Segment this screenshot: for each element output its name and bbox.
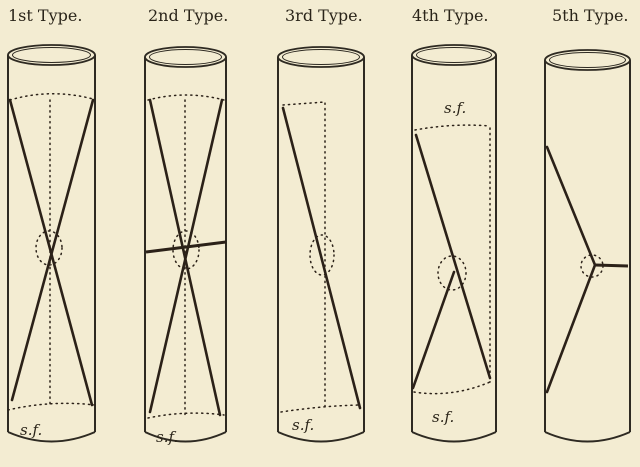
type-5-cylinder-rim <box>544 49 631 71</box>
type-4-top-boundary <box>414 124 491 131</box>
type-3-cylinder-bottom <box>277 431 365 443</box>
type-2-diagram: 2nd Type. s.f. <box>144 6 228 446</box>
type-4-cylinder-bottom <box>411 431 497 443</box>
type-1-cylinder-walls <box>7 55 96 432</box>
type-5-cylinder-walls <box>544 60 631 432</box>
type-1-title: 1st Type. <box>8 6 82 25</box>
type-3-title: 3rd Type. <box>285 6 363 25</box>
type-4-center-circle <box>437 255 467 291</box>
type-3-cylinder-rim <box>277 46 365 68</box>
type-5-title: 5th Type. <box>552 6 629 25</box>
type-1-top-boundary <box>9 93 94 101</box>
type-1-cylinder-bottom <box>7 431 96 443</box>
type-2-label-sf: s.f. <box>156 428 178 446</box>
type-1-cylinder-rim <box>7 44 96 66</box>
type-2-equatorial-bar <box>145 240 227 254</box>
type-4-cylinder-rim <box>411 44 497 66</box>
type-3-bottom-boundary <box>280 404 360 413</box>
type-2-cylinder-bottom <box>144 431 227 443</box>
type-3-label-sf: s.f. <box>292 416 314 434</box>
type-1-fiber-b <box>10 98 95 402</box>
type-5-rim-inner <box>549 52 626 68</box>
type-2-bottom-boundary <box>147 412 225 419</box>
type-2-cylinder-walls <box>144 57 227 432</box>
type-5-fiber-upper <box>545 145 597 267</box>
type-4-label-sf-bottom: s.f. <box>432 408 454 426</box>
type-4-cylinder-walls <box>411 55 497 432</box>
type-4-label-sf-top: s.f. <box>444 99 466 117</box>
type-5-fiber-lower <box>545 263 597 394</box>
type-3-cylinder-walls <box>277 57 365 432</box>
type-5-fiber-horizontal <box>594 263 629 268</box>
type-2-title: 2nd Type. <box>148 6 228 25</box>
type-4-bottom-boundary <box>413 381 491 395</box>
type-3-top-boundary <box>282 101 326 411</box>
type-1-label-sf: s.f. <box>20 421 42 439</box>
type-1-bottom-boundary <box>7 402 96 411</box>
type-4-rim-inner <box>416 47 492 63</box>
type-4-diagram: 4th Type. s.f. s.f. <box>411 6 497 443</box>
type-5-cylinder-bottom <box>544 431 631 443</box>
type-4-title: 4th Type. <box>412 6 489 25</box>
type-5-diagram: 5th Type. <box>544 6 631 443</box>
type-1-rim-inner <box>12 47 91 63</box>
type-3-fiber <box>281 106 362 410</box>
type-2-cylinder-rim <box>144 46 227 68</box>
type-3-center-circle <box>309 234 335 276</box>
type-2-fiber-b <box>148 98 224 414</box>
type-2-rim-inner <box>149 49 222 65</box>
type-4-fiber-b <box>411 270 456 390</box>
type-3-diagram: 3rd Type. s.f. <box>277 6 365 443</box>
type-3-rim-inner <box>282 49 360 65</box>
type-2-top-boundary <box>147 94 225 101</box>
type-4-fiber-a <box>414 133 492 380</box>
type-1-diagram: 1st Type. s.f. <box>7 6 96 443</box>
